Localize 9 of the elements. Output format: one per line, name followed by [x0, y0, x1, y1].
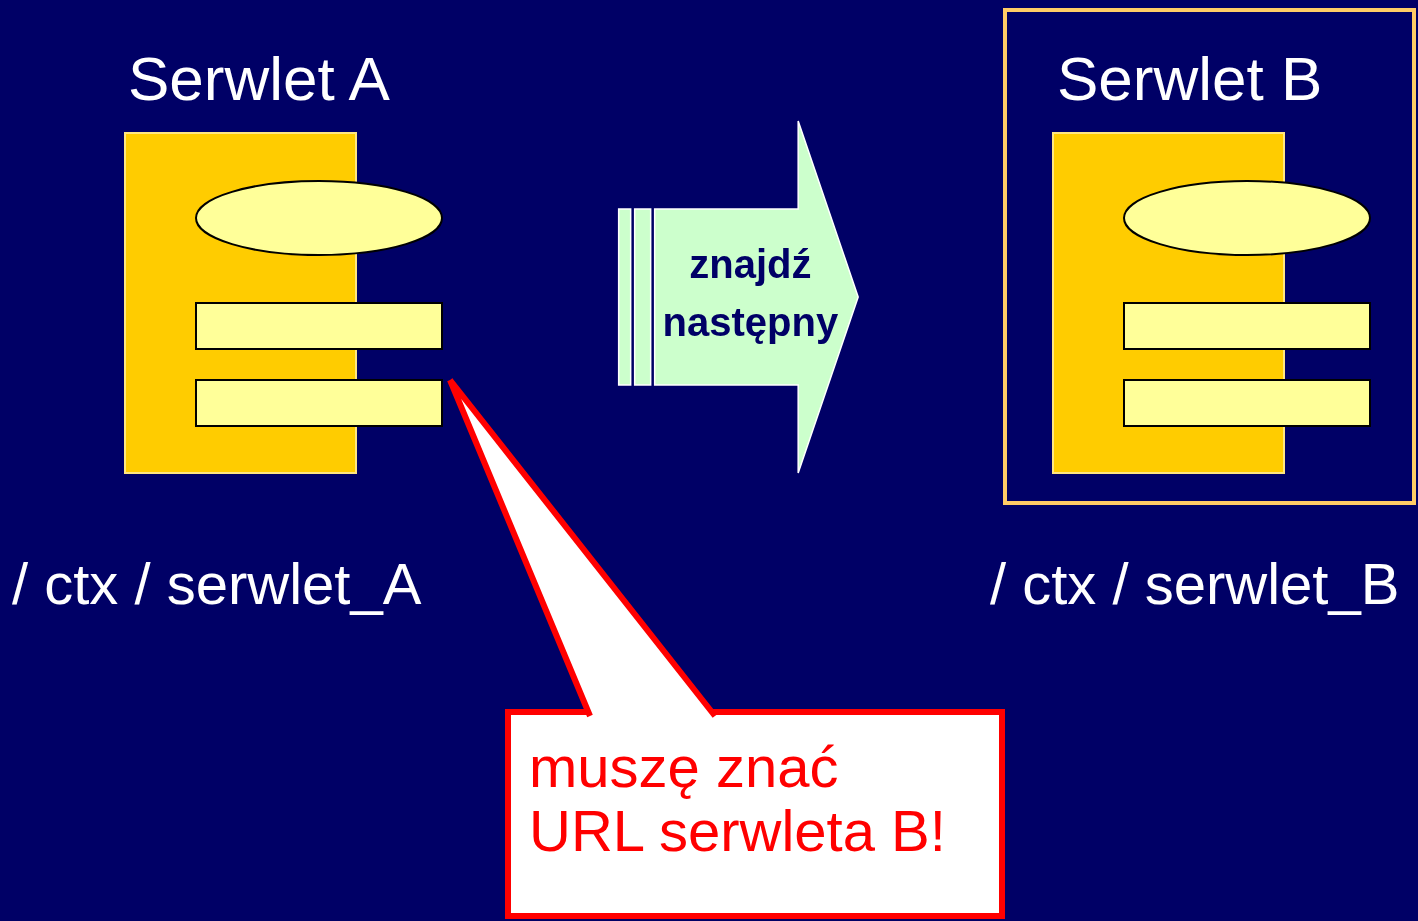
servlet-frame [1003, 8, 1416, 505]
block-arrow [617, 120, 859, 474]
callout-box [505, 709, 1005, 919]
servlet-title: Serwlet B [1057, 48, 1323, 110]
url-path-label: / ctx / serwlet_B [990, 555, 1400, 613]
url-path-label: / ctx / serwlet_A [12, 555, 422, 613]
edge-label: znajdź następny [661, 241, 840, 346]
servlet-title: Serwlet A [128, 48, 390, 110]
callout-text: muszę znać URL serwleta B! [529, 735, 947, 863]
